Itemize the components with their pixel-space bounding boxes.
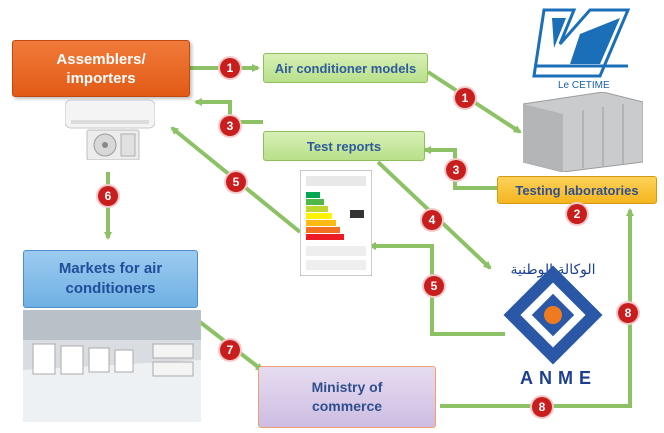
cetime-logo (530, 4, 631, 90)
arrow-ministry-to-labs (440, 208, 634, 408)
step-badge-3a: 3 (220, 116, 240, 136)
lab-chamber-image (522, 91, 644, 173)
air-conditioner-models-box: Air conditioner models (263, 53, 428, 83)
step-badge-2: 2 (567, 204, 587, 224)
step-badge-1b: 1 (455, 88, 475, 108)
step-badge-5a: 5 (226, 172, 246, 192)
testing-laboratories-box: Testing laboratories (497, 176, 657, 204)
anme-logo: الوكالة الوطنية (498, 252, 608, 370)
step-badge-7: 7 (220, 340, 240, 360)
cetime-label: Le CETIME (558, 80, 610, 91)
anme-label: ANME (520, 368, 597, 388)
assemblers-importers-box: Assemblers/ importers (12, 40, 190, 97)
step-badge-8b: 8 (532, 397, 552, 417)
ministry-of-commerce-box: Ministry of commerce (258, 366, 436, 428)
step-badge-4: 4 (422, 210, 442, 230)
store-image (23, 310, 201, 422)
air-conditioner-image (64, 98, 156, 161)
test-reports-box: Test reports (263, 131, 425, 161)
step-badge-3b: 3 (446, 160, 466, 180)
step-badge-1a: 1 (220, 58, 240, 78)
step-badge-8a: 8 (618, 303, 638, 323)
markets-box: Markets for air conditioners (23, 250, 198, 308)
step-badge-5b: 5 (424, 276, 444, 296)
energy-label-image (299, 169, 373, 277)
step-badge-6: 6 (98, 186, 118, 206)
arrow-reports-to-assemblers (194, 98, 263, 124)
